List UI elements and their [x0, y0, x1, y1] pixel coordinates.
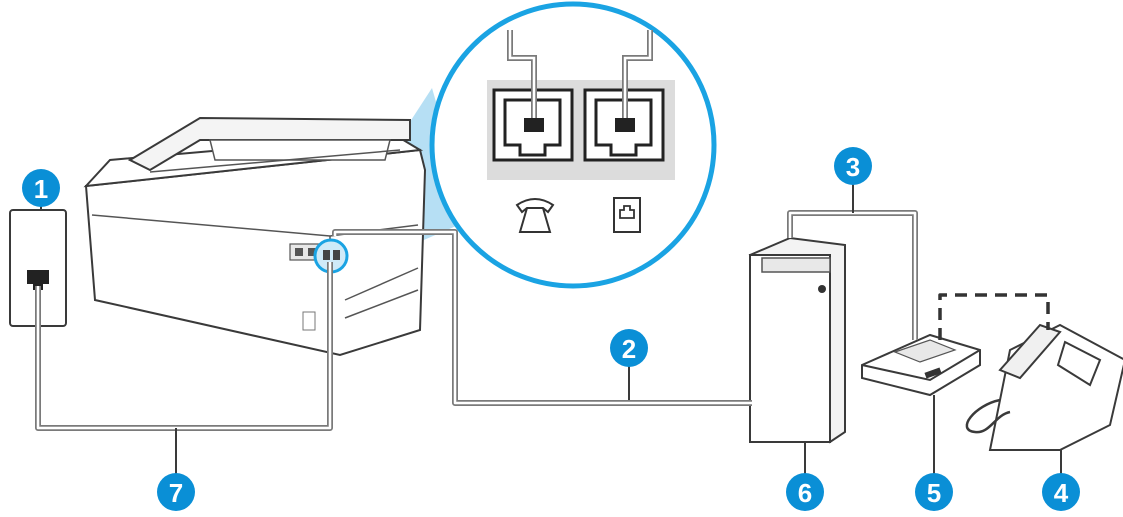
callout-7: 7: [157, 473, 195, 511]
callout-4-label: 4: [1054, 478, 1069, 508]
answering-machine: [861, 333, 981, 397]
phone-line-port-icon: [613, 197, 641, 233]
computer-tower: [748, 236, 846, 444]
callout-2-label: 2: [622, 334, 636, 364]
callout-5: 5: [915, 473, 953, 511]
wall-jack: [9, 209, 67, 327]
printer: [83, 116, 427, 357]
callout-4: 4: [1042, 473, 1080, 511]
magnified-ports: [429, 1, 717, 289]
callout-3-label: 3: [846, 152, 860, 182]
callout-7-label: 7: [169, 478, 183, 508]
callout-6-label: 6: [798, 478, 812, 508]
phone-handset-icon: [515, 198, 555, 233]
cables: [35, 210, 1050, 431]
telephone: [965, 323, 1123, 451]
callout-1: 1: [22, 169, 60, 207]
callout-5-label: 5: [927, 478, 941, 508]
callout-2: 2: [610, 329, 648, 367]
callout-1-label: 1: [34, 174, 48, 204]
callout-3: 3: [834, 147, 872, 185]
callout-6: 6: [786, 473, 824, 511]
